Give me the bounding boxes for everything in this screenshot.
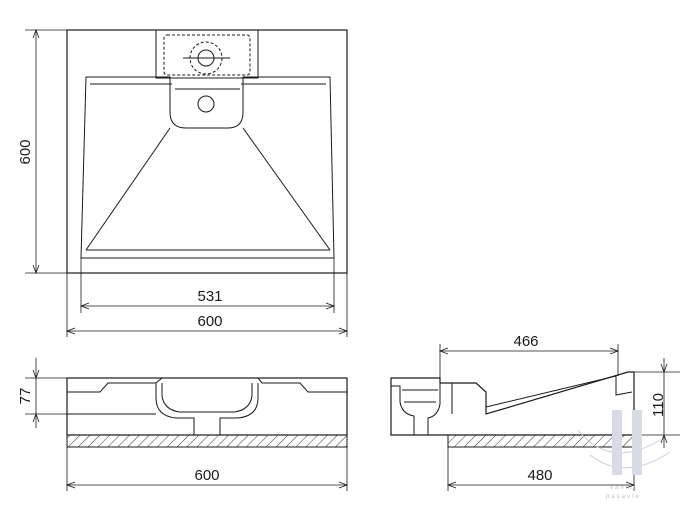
top-view-outer-outline [66, 29, 348, 274]
dim-label-top-outer-width: 600 [197, 313, 222, 330]
dim-arrows [32, 369, 40, 423]
dim-arrows [446, 481, 636, 489]
top-view-tap-deck [155, 29, 259, 79]
dim-arrows [65, 481, 349, 489]
dim-label-top-inner-width: 531 [197, 288, 222, 305]
front-view-bowl-inner [161, 383, 253, 413]
side-view: 466 110 480 [390, 333, 680, 491]
side-view-slope [485, 375, 633, 408]
drain-hole-icon [197, 95, 215, 113]
dim-arrows [65, 327, 349, 335]
top-view-basin-floor [85, 127, 331, 251]
dim-arrows [79, 302, 336, 310]
side-view-bowl [391, 383, 441, 435]
brand-watermark: vannu pasaule [577, 410, 671, 500]
top-view: 600 531 600 [17, 28, 349, 337]
watermark-logo-bar [632, 410, 642, 475]
front-view-hatched-base [66, 434, 348, 448]
dim-label-side-top: 466 [513, 333, 538, 350]
front-view-basin-profile [67, 377, 347, 393]
dim-label-side-bottom: 480 [527, 467, 552, 484]
front-view-bowl [155, 383, 259, 435]
top-view-basin-outline [80, 76, 335, 259]
side-view-hatched-base [447, 434, 635, 448]
dim-label-front-width: 600 [194, 467, 219, 484]
dim-label-front-height: 77 [17, 388, 34, 405]
side-view-body [390, 371, 635, 436]
watermark-logo-bar [612, 410, 622, 475]
watermark-text-line1: vannu [610, 485, 636, 491]
watermark-text-line2: pasaule [606, 494, 641, 500]
dim-arrows [438, 347, 620, 355]
side-view-bowl-inner [402, 389, 438, 403]
dim-arrows [32, 28, 40, 275]
dim-arrows [660, 363, 668, 444]
dim-label-top-depth: 600 [17, 139, 34, 164]
front-view: 77 600 [17, 358, 349, 491]
front-view-body [66, 377, 348, 436]
dim-label-side-height: 110 [650, 393, 667, 417]
tap-hole-dashed-box [163, 34, 251, 76]
